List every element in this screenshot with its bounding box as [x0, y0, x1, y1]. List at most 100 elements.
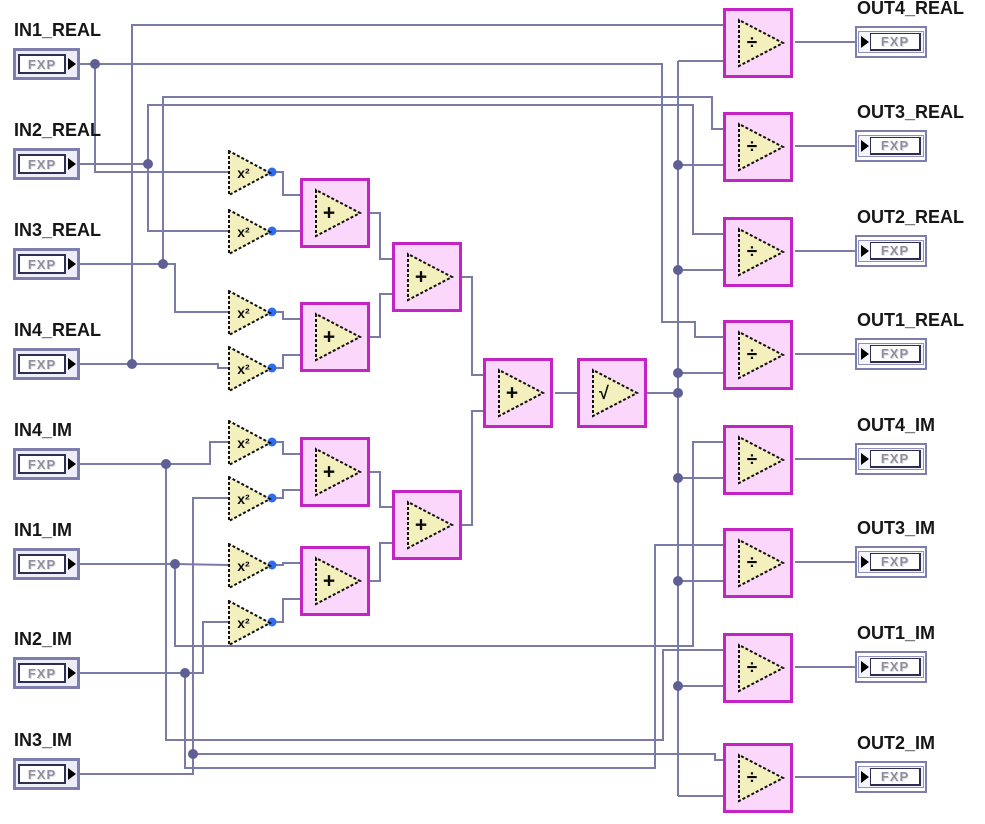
wire[interactable]	[272, 489, 300, 499]
square-node-6[interactable]: x²	[228, 476, 272, 522]
output-terminal-OUT2_IM[interactable]: FXP	[855, 761, 927, 793]
input-output-arrow-icon	[68, 358, 76, 370]
square-node-3[interactable]: x²	[228, 290, 272, 336]
wire[interactable]	[272, 354, 300, 369]
wire[interactable]	[272, 598, 300, 623]
wire[interactable]	[462, 410, 483, 526]
fxp-type-box: FXP	[18, 663, 66, 683]
wire[interactable]	[370, 471, 392, 508]
add-node-7[interactable]: +	[483, 358, 553, 428]
wire[interactable]	[272, 311, 300, 320]
triangle-glyph	[738, 643, 786, 693]
divide-symbol: ÷	[746, 449, 758, 471]
input-terminal-IN4_REAL[interactable]: FXP	[13, 348, 80, 380]
divide-node-7[interactable]: ÷	[723, 633, 793, 703]
square-node-7[interactable]: x²	[228, 543, 272, 589]
add-node-5[interactable]: +	[392, 242, 462, 312]
wire[interactable]	[193, 753, 723, 761]
triangle-glyph	[228, 150, 272, 196]
wire[interactable]	[147, 104, 723, 235]
square-root-node[interactable]: √	[577, 358, 647, 428]
output-terminal-OUT3_IM[interactable]: FXP	[855, 546, 927, 578]
wire[interactable]	[272, 171, 300, 196]
square-node-4[interactable]: x²	[228, 346, 272, 392]
input-terminal-IN2_REAL[interactable]: FXP	[13, 148, 80, 180]
wire[interactable]	[131, 24, 723, 364]
square-node-2[interactable]: x²	[228, 209, 272, 255]
triangle-glyph	[315, 312, 363, 362]
triangle-glyph	[228, 346, 272, 392]
wire[interactable]	[192, 497, 228, 754]
divide-node-5[interactable]: ÷	[723, 425, 793, 495]
add-symbol: +	[322, 569, 336, 593]
add-node-6[interactable]: +	[392, 490, 462, 560]
output-terminal-OUT1_IM[interactable]: FXP	[855, 651, 927, 683]
input-terminal-IN1_IM[interactable]: FXP	[13, 548, 80, 580]
square-symbol: x²	[237, 615, 250, 631]
add-node-2[interactable]: +	[300, 302, 370, 372]
triangle-glyph	[738, 435, 786, 485]
output-terminal-frame: FXP	[858, 656, 924, 678]
fxp-type-box: FXP	[870, 345, 921, 363]
wire[interactable]	[174, 563, 229, 566]
triangle-glyph	[738, 538, 786, 588]
wire[interactable]	[162, 96, 723, 264]
input-terminal-IN3_IM[interactable]: FXP	[13, 758, 80, 790]
output-input-arrow-icon	[861, 771, 869, 783]
output-input-arrow-icon	[861, 36, 869, 48]
output-terminal-frame: FXP	[858, 448, 924, 470]
output-terminal-OUT4_IM[interactable]: FXP	[855, 443, 927, 475]
square-symbol: x²	[237, 224, 250, 240]
fxp-type-text: FXP	[880, 769, 910, 784]
input-terminal-label: IN2_IM	[14, 629, 73, 649]
wire[interactable]	[163, 263, 228, 313]
add-node-1[interactable]: +	[300, 178, 370, 248]
input-terminal-IN3_REAL[interactable]: FXP	[13, 248, 80, 280]
wire[interactable]	[370, 212, 392, 260]
wire[interactable]	[147, 164, 228, 232]
wire[interactable]	[132, 363, 228, 369]
wire[interactable]	[174, 441, 723, 647]
divide-node-2[interactable]: ÷	[723, 112, 793, 182]
square-output-dot	[267, 167, 277, 177]
wire[interactable]	[80, 754, 194, 775]
fxp-type-box: FXP	[18, 54, 66, 74]
square-node-8[interactable]: x²	[228, 600, 272, 646]
input-terminal-IN4_IM[interactable]: FXP	[13, 448, 80, 480]
fxp-type-box: FXP	[18, 154, 66, 174]
wire[interactable]	[272, 441, 300, 455]
wire[interactable]	[94, 64, 228, 173]
wire[interactable]	[462, 276, 483, 376]
divide-node-8[interactable]: ÷	[723, 743, 793, 813]
fxp-type-text: FXP	[880, 34, 910, 49]
wire[interactable]	[165, 464, 723, 741]
wire-junction-dot	[170, 559, 180, 569]
output-terminal-label: OUT4_REAL	[857, 0, 965, 18]
divide-node-6[interactable]: ÷	[723, 528, 793, 598]
wire[interactable]	[166, 441, 228, 465]
fxp-type-box: FXP	[870, 137, 921, 155]
output-terminal-OUT3_REAL[interactable]: FXP	[855, 130, 927, 162]
input-terminal-IN2_IM[interactable]: FXP	[13, 657, 80, 689]
triangle-glyph	[315, 447, 363, 497]
fxp-type-text: FXP	[880, 138, 910, 153]
add-node-4[interactable]: +	[300, 546, 370, 616]
output-terminal-OUT1_REAL[interactable]: FXP	[855, 338, 927, 370]
square-symbol: x²	[237, 558, 250, 574]
input-terminal-IN1_REAL[interactable]: FXP	[13, 48, 80, 80]
wire[interactable]	[370, 542, 392, 582]
square-node-5[interactable]: x²	[228, 420, 272, 466]
triangle-glyph	[228, 476, 272, 522]
wire[interactable]	[272, 562, 300, 566]
add-node-3[interactable]: +	[300, 437, 370, 507]
wire[interactable]	[370, 293, 392, 338]
output-terminal-OUT2_REAL[interactable]: FXP	[855, 235, 927, 267]
fxp-type-text: FXP	[880, 451, 910, 466]
divide-node-1[interactable]: ÷	[723, 8, 793, 78]
square-node-1[interactable]: x²	[228, 150, 272, 196]
divide-node-4[interactable]: ÷	[723, 320, 793, 390]
divide-node-3[interactable]: ÷	[723, 217, 793, 287]
wire[interactable]	[185, 621, 228, 674]
output-terminal-OUT4_REAL[interactable]: FXP	[855, 26, 927, 58]
triangle-glyph	[738, 227, 786, 277]
